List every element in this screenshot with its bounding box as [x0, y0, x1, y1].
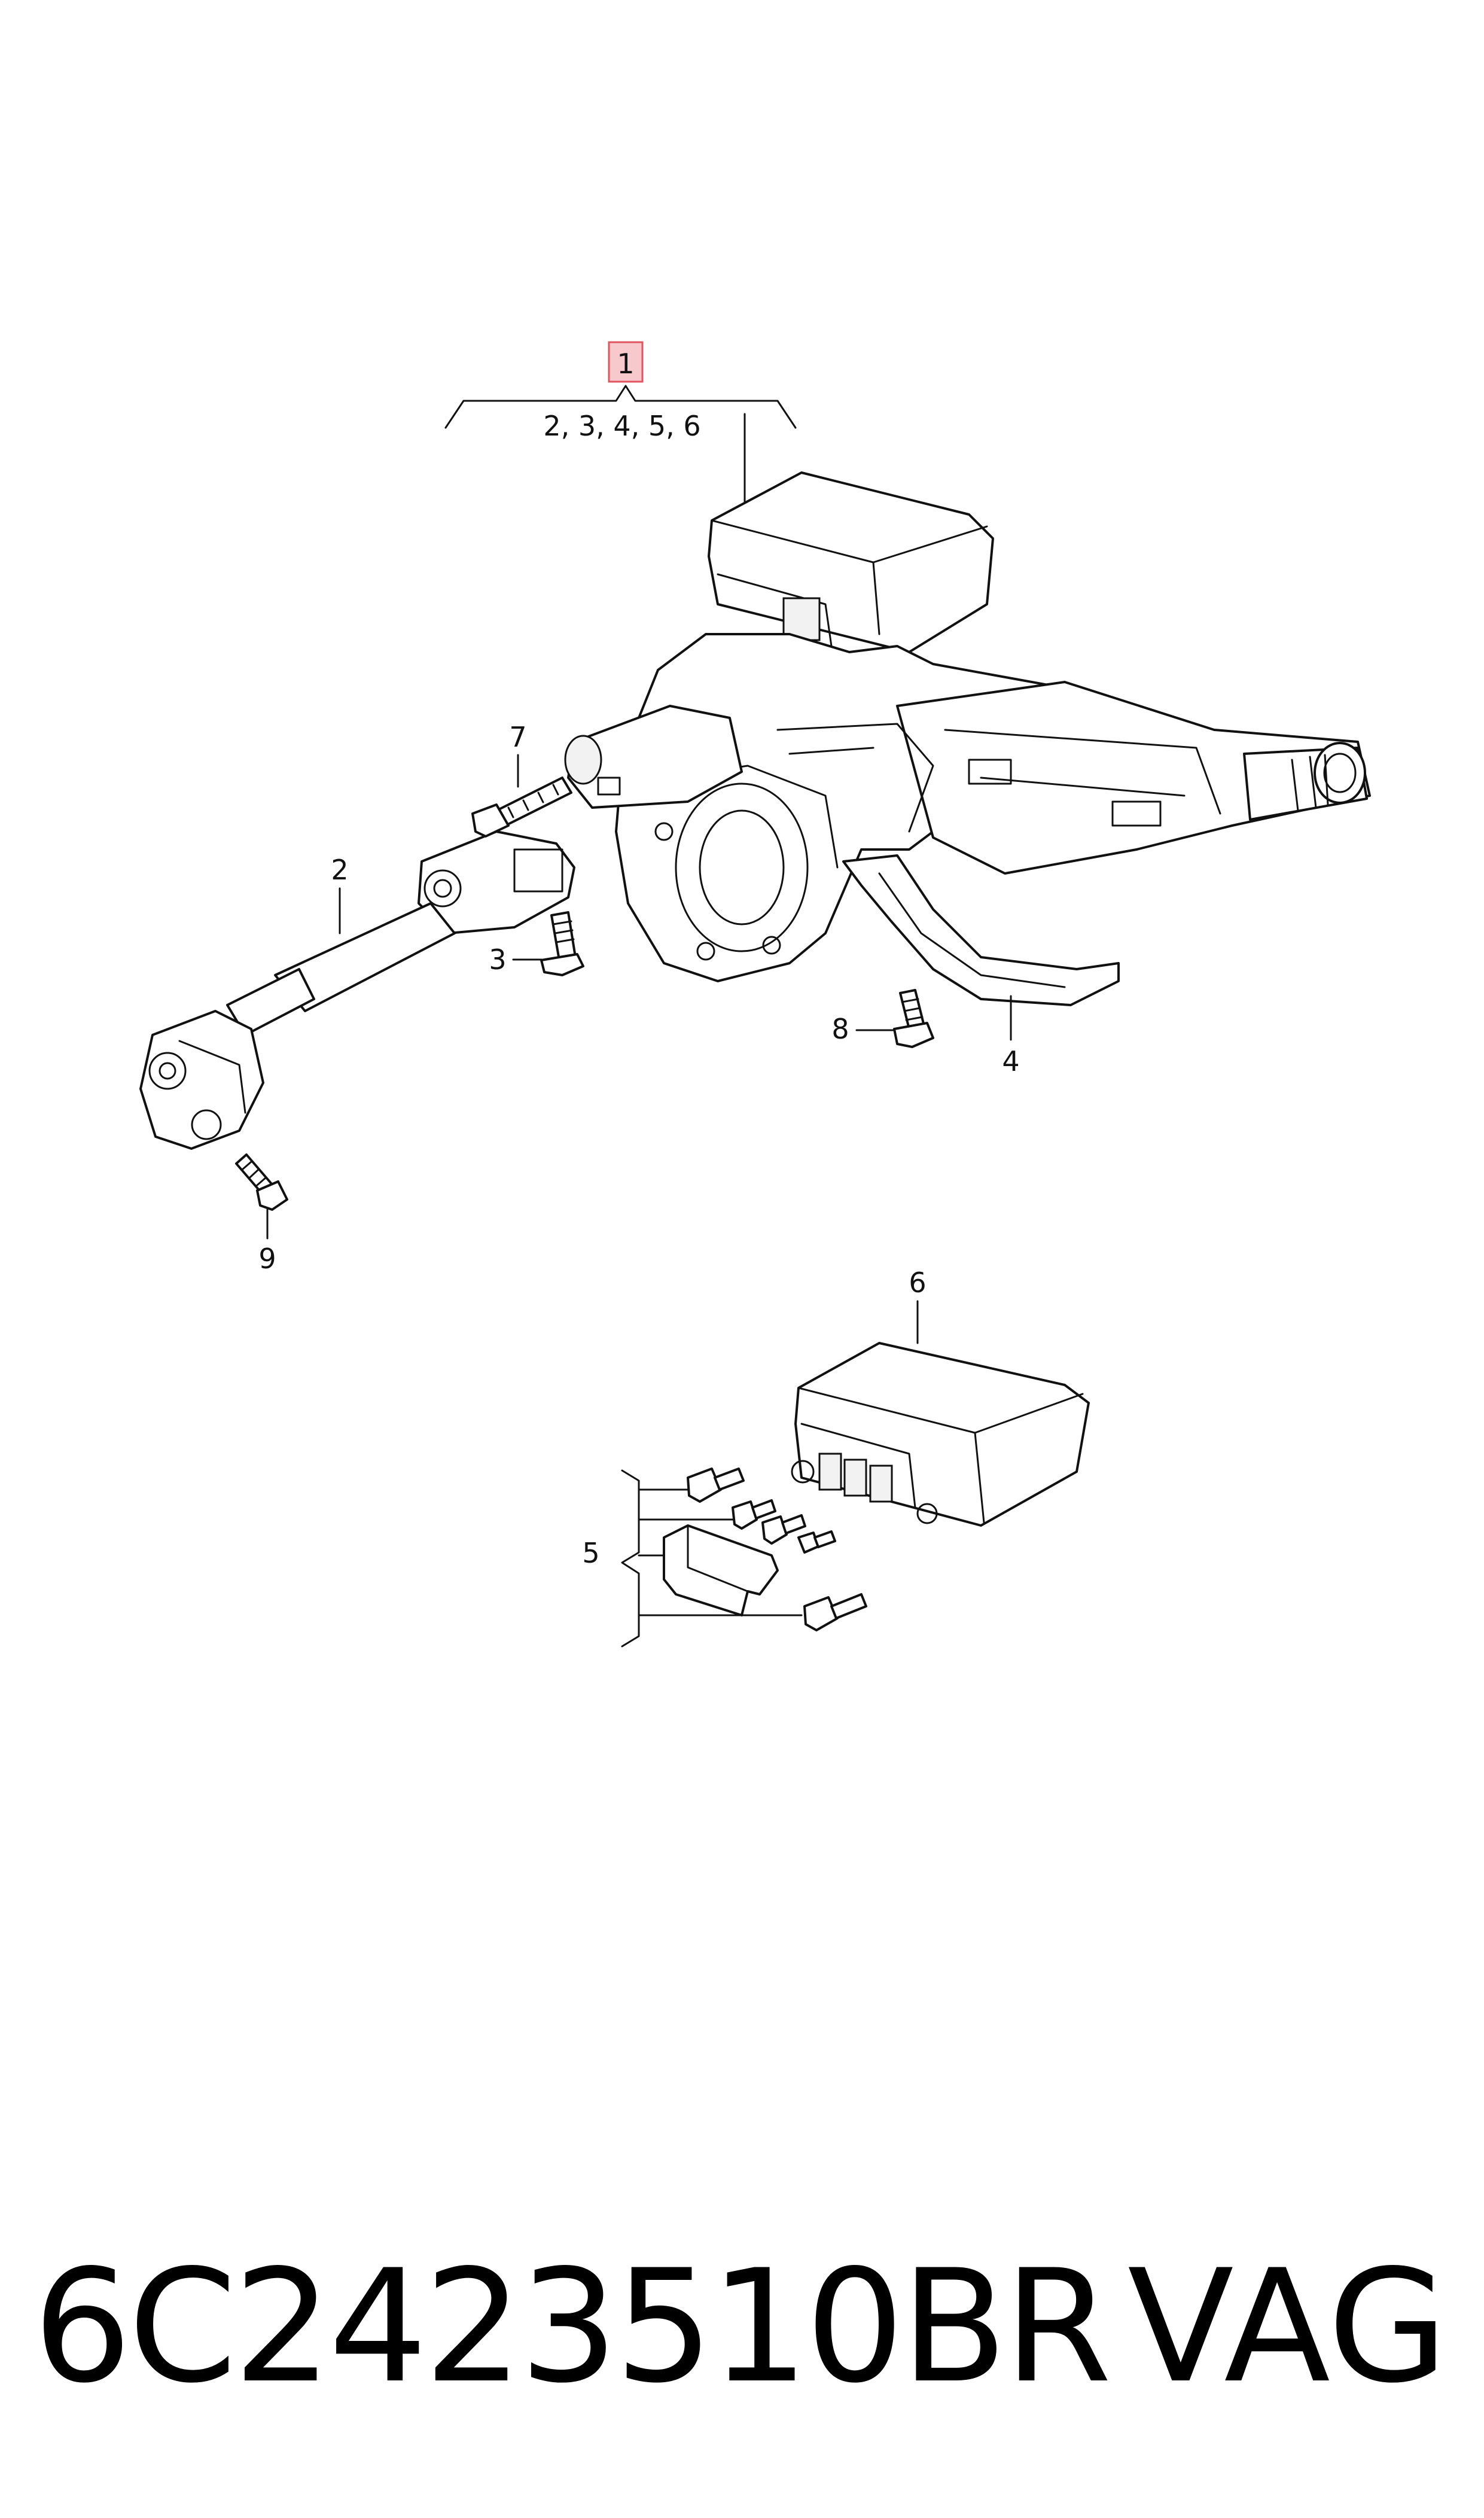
control-unit-6: 6	[791, 1266, 1090, 1527]
callout-2-label: 2	[331, 854, 348, 886]
control-unit-top	[708, 471, 994, 653]
group-brace	[621, 1469, 640, 1648]
bolt-8: 8	[831, 989, 934, 1048]
assembly-contents-label: 2, 3, 4, 5, 6	[543, 410, 700, 442]
callout-3-label: 3	[489, 943, 506, 976]
callout-8-label: 8	[831, 1013, 849, 1045]
callout-5-label: 5	[582, 1537, 599, 1569]
assembly-bracket	[444, 385, 797, 429]
brand-text: VAG	[1128, 2237, 1448, 2417]
lower-universal-joint	[139, 1010, 264, 1150]
callout-9-label: 9	[258, 1243, 276, 1275]
bolt-3: 3	[489, 911, 584, 976]
callout-4-label: 4	[1002, 1045, 1019, 1077]
intermediate-shaft	[139, 830, 575, 1150]
part-number-text: 6C2423510BR	[33, 2237, 1112, 2417]
adjustment-lever	[842, 854, 1120, 1006]
callout-7-label: 7	[509, 721, 526, 753]
callout-4: 4	[1002, 995, 1020, 1077]
bolt-9: 9	[235, 1153, 288, 1275]
callout-2: 2	[331, 854, 349, 934]
assembly-callout: 1 2, 3, 4, 5, 6	[444, 341, 797, 510]
callout-6-label: 6	[909, 1266, 926, 1299]
motor-barrel	[567, 705, 743, 809]
bolt-7: 7	[471, 721, 572, 838]
control-unit-body	[794, 1342, 1090, 1527]
mounting-bracket	[663, 1524, 779, 1616]
callout-1-label: 1	[617, 348, 634, 380]
assembly-callout-highlight	[608, 341, 644, 383]
steering-column-assembly	[564, 471, 1371, 1006]
mounting-kit-5: 5	[582, 1467, 867, 1648]
